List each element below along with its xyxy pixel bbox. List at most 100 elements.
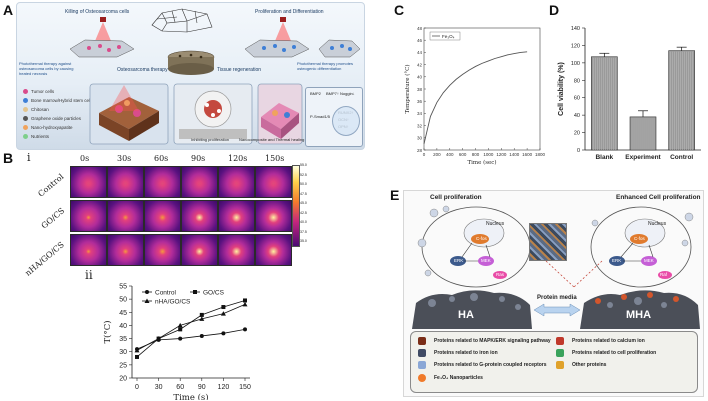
killing-title: Killing of Osteosarcoma cells bbox=[65, 9, 130, 15]
graphene-sheet-icon bbox=[151, 8, 213, 33]
panel-label-c: C bbox=[394, 2, 405, 18]
data-point bbox=[221, 305, 226, 310]
left-node-erk: ERK bbox=[454, 258, 464, 263]
y-tick-label: 45 bbox=[119, 310, 127, 317]
thermal-image bbox=[144, 234, 181, 266]
thermal-image bbox=[107, 200, 144, 232]
colorbar-tick-label: 50.0 bbox=[300, 182, 307, 186]
bar bbox=[668, 50, 695, 151]
time-column-label: 30s bbox=[117, 154, 132, 163]
legend-protein-icon bbox=[556, 349, 564, 357]
time-column-label: 90s bbox=[191, 154, 206, 163]
y-tick-label: 140 bbox=[571, 26, 580, 32]
data-point bbox=[177, 322, 183, 328]
x-tick-label: 90 bbox=[198, 384, 206, 391]
y-axis-label: T(°C) bbox=[102, 320, 113, 343]
legend-protein-icon bbox=[556, 361, 564, 369]
legend-label: nHA/GO/CS bbox=[155, 299, 191, 306]
category-label: Experiment bbox=[625, 154, 661, 161]
legend-label: GO/CS bbox=[203, 290, 225, 297]
y-tick-label: 44 bbox=[417, 50, 423, 55]
y-tick-label: 42 bbox=[417, 62, 423, 67]
legend-item: Tumor cells bbox=[23, 89, 54, 94]
category-label: Control bbox=[670, 154, 693, 161]
y-axis-label: Temperature (°C) bbox=[404, 64, 411, 113]
legend-item: Graphene oxide particles bbox=[23, 116, 81, 121]
protein-media-label: Protein media bbox=[537, 295, 577, 301]
right-node-cfos: C-fos bbox=[634, 236, 645, 241]
y-tick-label: 20 bbox=[574, 131, 580, 137]
pathway-caption: Photothermal therapy promotes osteogenic… bbox=[297, 61, 354, 71]
bottom-caption-2: Nanocomposite and Thermal healing bbox=[239, 137, 305, 142]
colorbar-tick-label: 42.5 bbox=[300, 210, 307, 215]
colorbar-tick-label: 37.5 bbox=[300, 229, 307, 234]
right-node-erk: ERK bbox=[612, 258, 622, 263]
killing-caption: Photothermal therapy against osteosarcom… bbox=[19, 61, 74, 76]
legend-protein-icon bbox=[556, 337, 564, 345]
y-tick-label: 25 bbox=[119, 362, 127, 369]
y-tick-label: 30 bbox=[417, 136, 423, 141]
time-column-label: 120s bbox=[228, 154, 248, 163]
left-node-ras: Ras bbox=[496, 272, 505, 277]
series-line bbox=[423, 51, 528, 145]
data-point bbox=[156, 336, 162, 341]
legend-label: Control bbox=[155, 290, 177, 297]
pathway-label: BMP7↑ Noggin↓ bbox=[326, 91, 355, 96]
x-tick-label: 1600 bbox=[522, 152, 533, 157]
colorbar-tick-label: 35.0 bbox=[300, 239, 307, 243]
x-tick-label: 1400 bbox=[509, 152, 520, 157]
data-point bbox=[199, 333, 204, 338]
colorbar-tick-label: 45.0 bbox=[300, 201, 307, 205]
legend-label: Fe₃O₄ bbox=[442, 34, 455, 39]
thermal-image bbox=[70, 200, 107, 232]
tissue-closeup bbox=[257, 83, 303, 145]
left-title: Cell proliferation bbox=[430, 194, 482, 201]
thermal-image bbox=[181, 200, 218, 232]
legend-protein-label: Proteins related to MAPK/ERK signaling p… bbox=[434, 338, 551, 344]
y-axis-label: Cell viability (%) bbox=[558, 62, 565, 116]
x-tick-label: 800 bbox=[472, 152, 480, 157]
pathway-label: P-Smad1/5 bbox=[310, 114, 331, 119]
mha-surface bbox=[580, 290, 700, 329]
x-tick-label: 0 bbox=[423, 152, 426, 157]
plot-frame bbox=[423, 27, 541, 151]
y-tick-label: 40 bbox=[417, 75, 423, 80]
bottom-caption-1: Inhibiting proliferation bbox=[191, 137, 230, 142]
double-arrow-icon bbox=[534, 303, 580, 317]
colorbar-tick-label: 47.5 bbox=[300, 191, 307, 196]
data-point bbox=[199, 312, 204, 317]
right-cell-diagram bbox=[590, 206, 694, 288]
data-point bbox=[242, 301, 248, 307]
legend-protein-icon bbox=[418, 337, 426, 345]
data-point bbox=[135, 354, 139, 359]
y-tick-label: 48 bbox=[417, 26, 423, 31]
thermal-image bbox=[218, 200, 255, 232]
data-point bbox=[178, 327, 183, 332]
panel-a-schematic: Killing of Osteosarcoma cells Proliferat… bbox=[16, 2, 365, 150]
left-node-mek: MEK bbox=[481, 258, 491, 263]
y-tick-label: 50 bbox=[119, 297, 127, 304]
left-cell-diagram bbox=[417, 205, 531, 288]
right-node-mek: MEK bbox=[644, 258, 654, 263]
y-tick-label: 30 bbox=[119, 349, 127, 356]
x-tick-label: 1800 bbox=[535, 152, 546, 157]
legend-item: Chitosan bbox=[23, 107, 49, 112]
colorbar-tick-label: 40.0 bbox=[300, 220, 307, 224]
right-node-raf: Raf bbox=[660, 272, 668, 277]
left-node-cfos: C-fos bbox=[476, 236, 487, 241]
right-nucleus-label: Nucleus bbox=[648, 221, 667, 227]
colorbar-tick-label: 52.5 bbox=[300, 172, 307, 177]
series-line bbox=[136, 304, 246, 351]
thermal-image bbox=[70, 234, 107, 266]
y-tick-label: 28 bbox=[417, 148, 423, 153]
thermal-image bbox=[144, 166, 181, 198]
y-tick-label: 55 bbox=[119, 284, 127, 291]
y-tick-label: 32 bbox=[417, 123, 423, 128]
central-scaffold-icon bbox=[167, 50, 215, 75]
legend-protein-label: Other proteins bbox=[572, 362, 607, 368]
y-tick-label: 34 bbox=[417, 111, 423, 116]
cell-closeup bbox=[173, 83, 253, 145]
thermal-image bbox=[255, 200, 292, 232]
y-tick-label: 80 bbox=[574, 78, 580, 84]
data-point bbox=[243, 327, 247, 332]
